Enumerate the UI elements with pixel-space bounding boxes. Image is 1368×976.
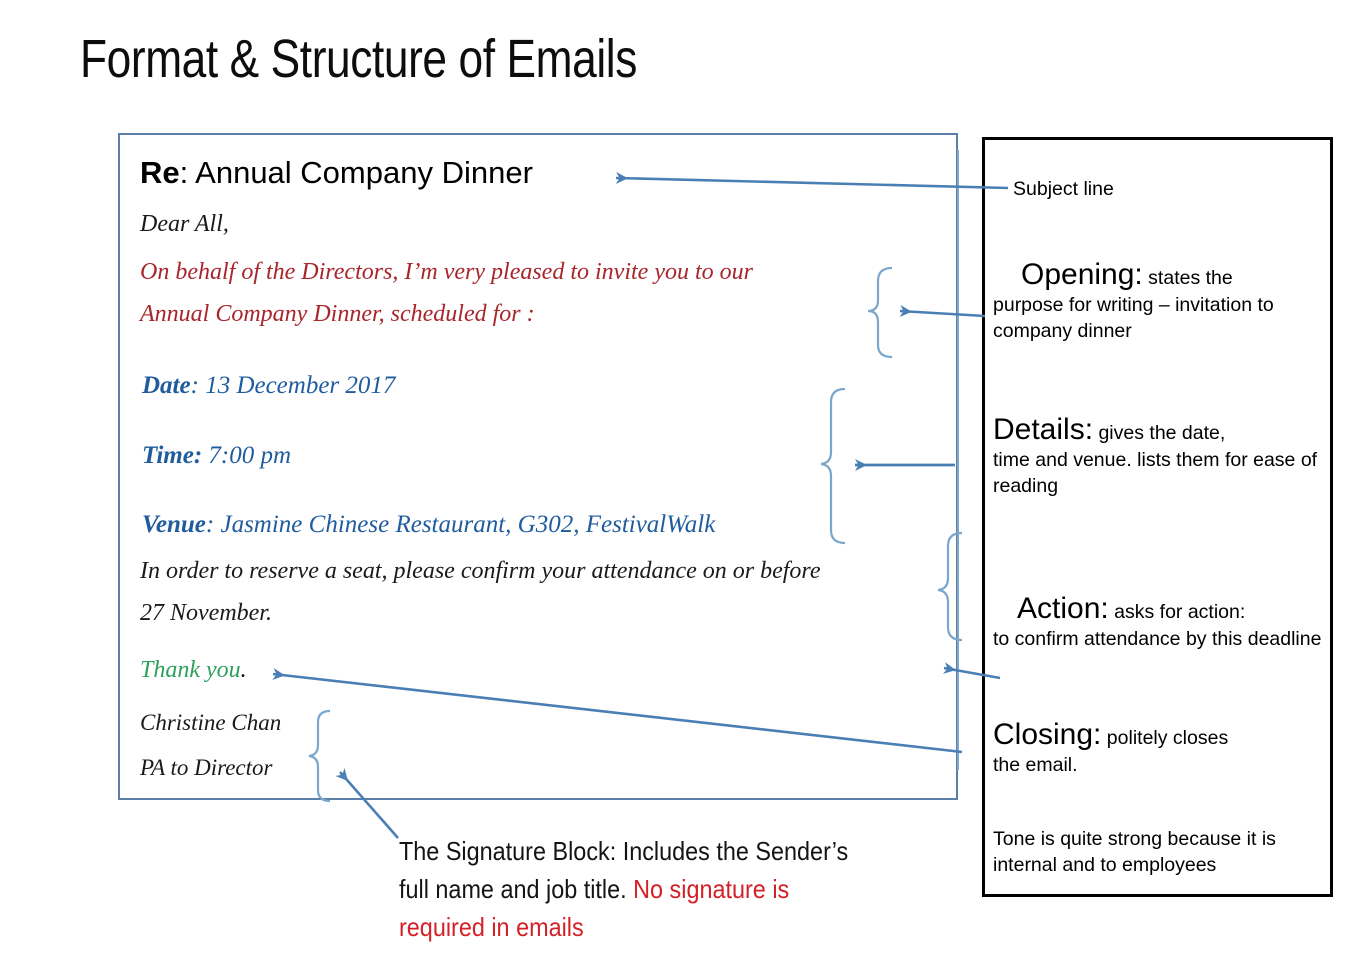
- note-action: Action: asks for action: to confirm atte…: [993, 592, 1333, 652]
- email-subject-separator: :: [179, 155, 196, 190]
- email-date-separator: :: [190, 372, 206, 399]
- annotations-panel: Subject line Opening: states the purpose…: [982, 137, 1333, 897]
- note-opening: Opening: states the purpose for writing …: [993, 258, 1333, 344]
- note-closing-rest: the email.: [993, 754, 1078, 776]
- note-action-head: Action:: [1017, 592, 1109, 625]
- email-action-line-1: In order to reserve a seat, please confi…: [140, 558, 821, 584]
- email-time-value: 7:00 pm: [202, 442, 292, 469]
- note-details-rest: time and venue. lists them for ease of r…: [993, 449, 1318, 497]
- note-closing-tail: politely closes: [1101, 727, 1229, 749]
- email-date-value: 13 December 2017: [205, 372, 396, 399]
- caption-black-text: The Signature Block: Includes the Sender…: [399, 836, 849, 904]
- note-opening-head: Opening:: [1021, 258, 1143, 291]
- email-date-label: Date: [142, 372, 191, 399]
- email-detail-date: Date: 13 December 2017: [142, 372, 395, 400]
- caption-red-text: No signature is required in emails: [399, 874, 790, 942]
- email-subject-prefix: Re: [140, 155, 180, 190]
- email-closing-period: .: [240, 657, 247, 683]
- email-opening-line-2: Annual Company Dinner, scheduled for :: [140, 301, 535, 327]
- note-opening-tail: states the: [1142, 267, 1233, 289]
- email-signature-name: Christine Chan: [140, 710, 282, 735]
- email-closing-line: Thank you.: [140, 657, 247, 684]
- note-details: Details: gives the date, time and venue.…: [993, 413, 1333, 499]
- email-detail-venue: Venue: Jasmine Chinese Restaurant, G302,…: [142, 511, 715, 539]
- note-closing: Closing: politely closes the email.: [993, 718, 1333, 778]
- email-venue-value: Jasmine Chinese Restaurant, G302, Festiv…: [220, 511, 716, 538]
- note-opening-rest: purpose for writing – invitation to comp…: [993, 294, 1274, 342]
- email-time-label: Time:: [142, 442, 203, 469]
- email-signature-title: PA to Director: [140, 755, 273, 780]
- email-detail-time: Time: 7:00 pm: [142, 442, 291, 470]
- email-action-line-2: 27 November.: [140, 600, 272, 626]
- note-details-tail: gives the date,: [1093, 422, 1226, 444]
- note-subject-line: Subject line: [1013, 178, 1114, 200]
- email-venue-separator: :: [205, 511, 221, 538]
- email-subject-line: Re: Annual Company Dinner: [140, 155, 533, 191]
- email-venue-label: Venue: [142, 511, 206, 538]
- email-greeting: Dear All,: [140, 211, 229, 237]
- note-details-head: Details:: [993, 413, 1094, 446]
- email-opening-line-1: On behalf of the Directors, I’m very ple…: [140, 259, 753, 285]
- email-subject-text: Annual Company Dinner: [195, 155, 533, 190]
- email-closing-text: Thank you: [140, 657, 241, 683]
- email-sample-box: Re: Annual Company Dinner Dear All, On b…: [118, 133, 958, 800]
- note-action-rest: to confirm attendance by this deadline: [993, 628, 1322, 650]
- signature-block-caption: The Signature Block: Includes the Sender…: [399, 832, 849, 946]
- note-tone: Tone is quite strong because it is inter…: [993, 828, 1276, 876]
- note-action-tail: asks for action:: [1108, 601, 1246, 623]
- page-title: Format & Structure of Emails: [80, 29, 637, 89]
- note-closing-head: Closing:: [993, 718, 1102, 751]
